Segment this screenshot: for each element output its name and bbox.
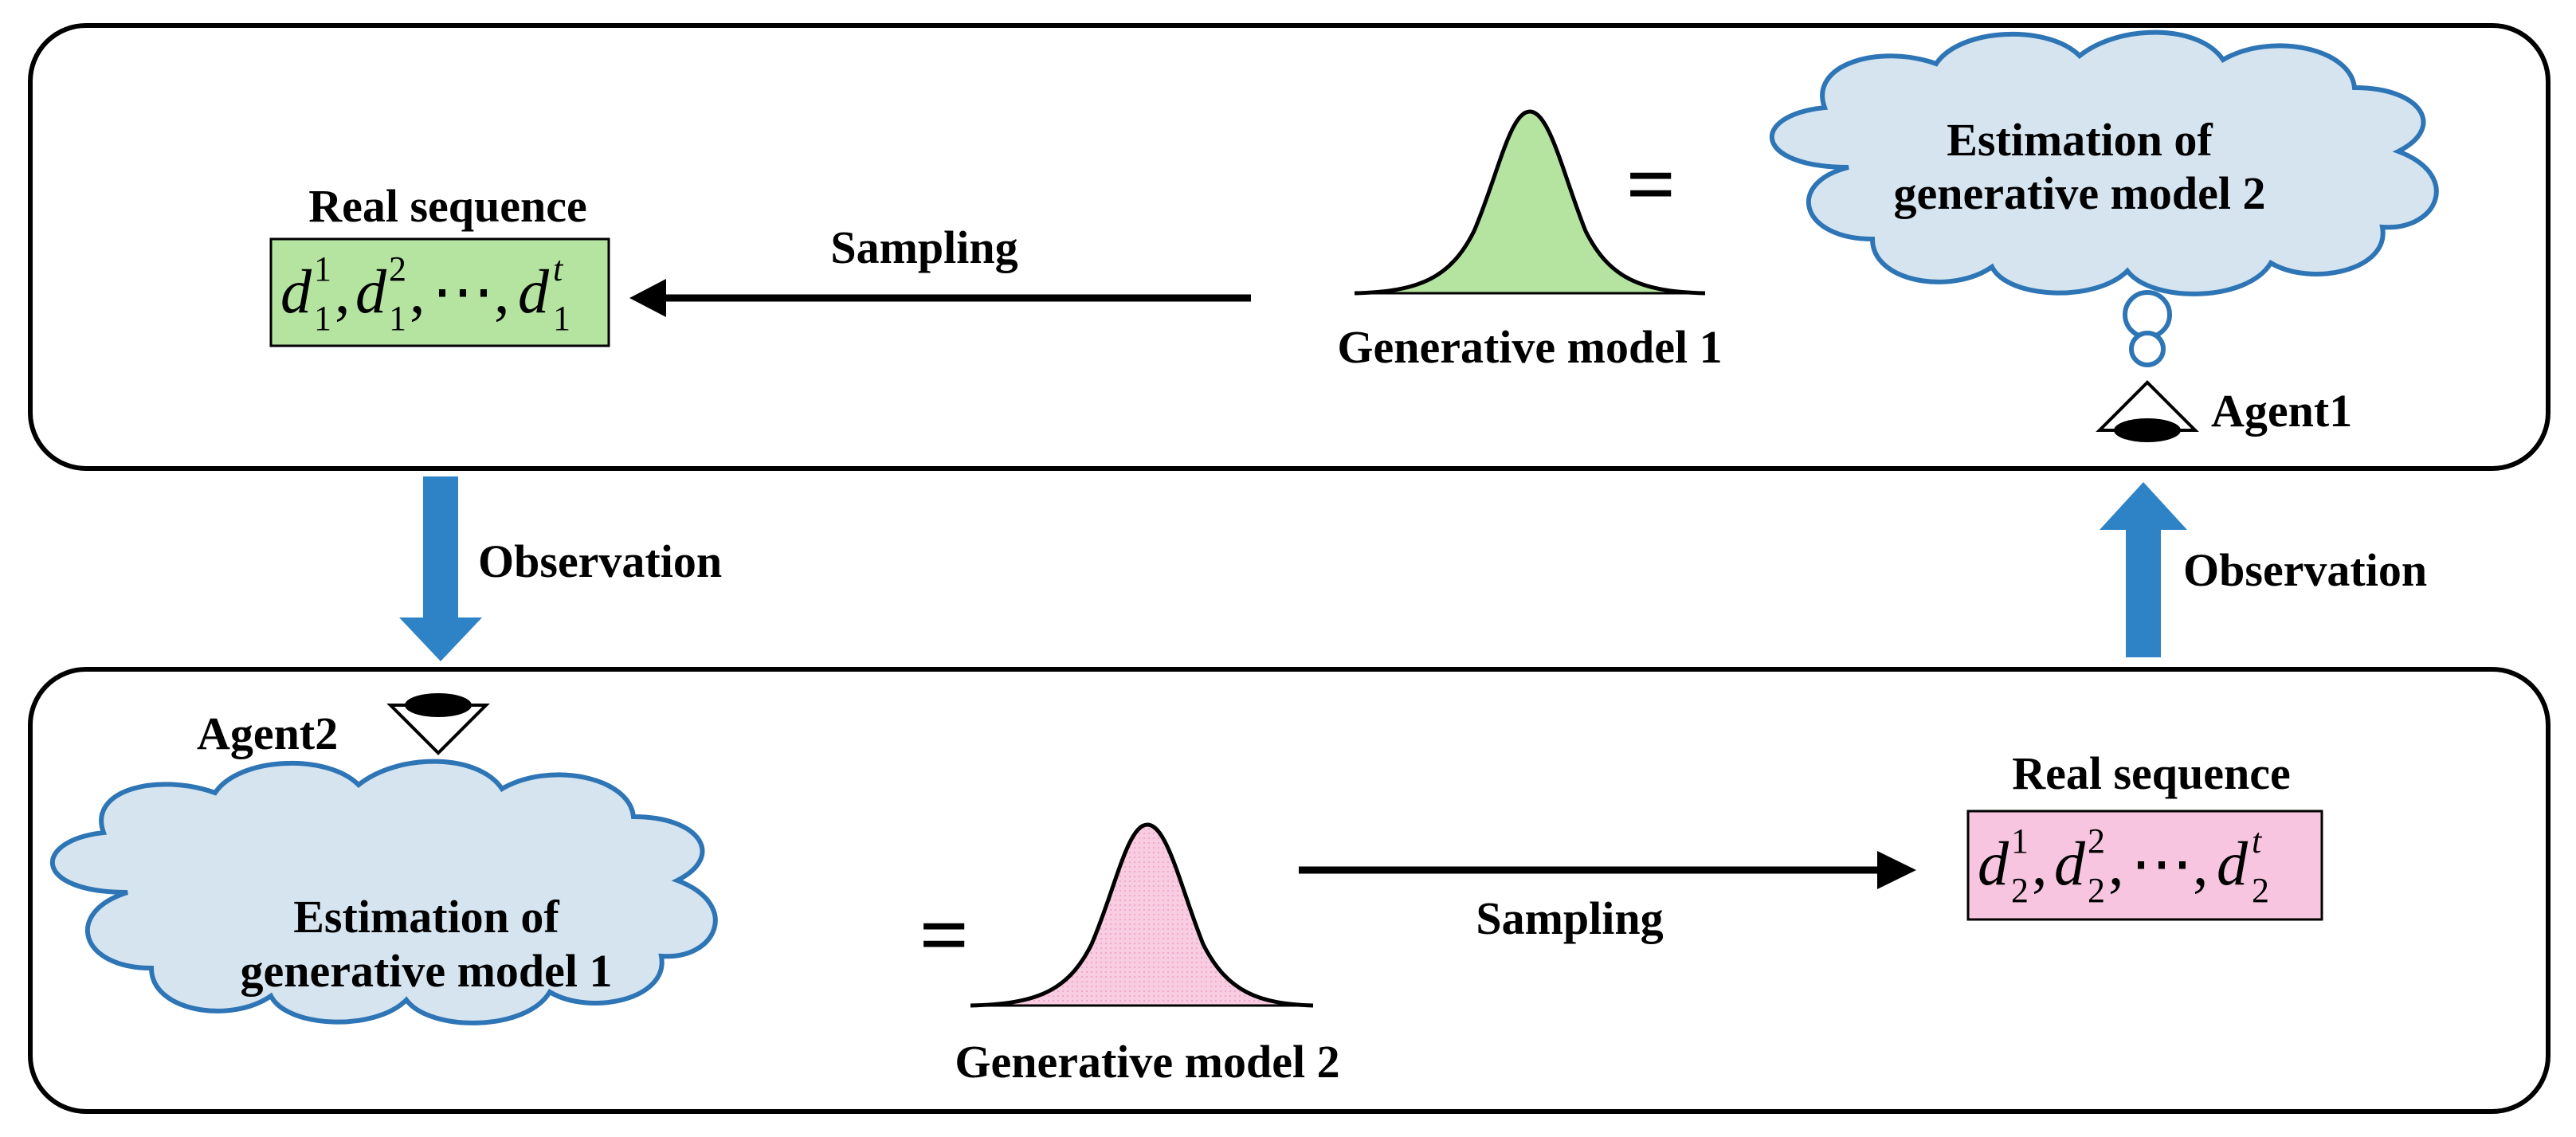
bottom-bell-curve xyxy=(970,825,1313,1006)
svg-text:2: 2 xyxy=(389,249,406,288)
svg-text:d: d xyxy=(355,257,387,326)
agent1-label: Agent1 xyxy=(2211,385,2352,437)
svg-text:1: 1 xyxy=(314,299,331,338)
svg-text:⋯: ⋯ xyxy=(432,257,494,326)
top-sampling-arrowhead xyxy=(629,279,666,317)
bottom-sampling-label: Sampling xyxy=(1476,892,1663,944)
agent2-label: Agent2 xyxy=(197,708,338,759)
svg-text:d: d xyxy=(518,257,550,326)
svg-text:1: 1 xyxy=(553,299,570,338)
top-equals: = xyxy=(1626,135,1676,233)
svg-text:,: , xyxy=(335,257,351,326)
svg-text:2: 2 xyxy=(2011,871,2029,910)
svg-text:,: , xyxy=(2032,829,2048,898)
bottom-equals: = xyxy=(919,886,970,983)
top-bell-curve xyxy=(1355,112,1705,293)
top-sampling-label: Sampling xyxy=(830,222,1017,273)
svg-text:t: t xyxy=(2252,821,2263,861)
svg-text:2: 2 xyxy=(2088,871,2105,910)
agent1-eye-icon xyxy=(2096,380,2199,442)
bottom-panel xyxy=(28,667,2551,1114)
svg-text:2: 2 xyxy=(2252,871,2269,910)
svg-text:1: 1 xyxy=(314,249,331,288)
bottom-sampling-arrowhead xyxy=(1877,851,1916,889)
svg-text:d: d xyxy=(2054,829,2086,898)
top-sequence-formula: d 1 1 , d 2 1 , ⋯ , d t 1 xyxy=(280,249,570,338)
svg-text:⋯: ⋯ xyxy=(2131,829,2193,898)
svg-text:2: 2 xyxy=(2088,821,2105,861)
svg-text:t: t xyxy=(553,249,564,288)
top-thought-cloud xyxy=(1769,29,2439,367)
observation-left-label: Observation xyxy=(478,535,722,587)
top-model-label: Generative model 1 xyxy=(1337,321,1722,373)
observation-arrow-down xyxy=(399,476,482,661)
bottom-cloud-line2: generative model 1 xyxy=(240,945,612,997)
svg-text:d: d xyxy=(280,257,312,326)
agent2-eye-icon xyxy=(386,693,490,755)
top-cloud-line2: generative model 2 xyxy=(1893,167,2265,219)
bottom-real-sequence-title: Real sequence xyxy=(2012,747,2291,799)
observation-right-label: Observation xyxy=(2183,544,2427,596)
top-real-sequence-title: Real sequence xyxy=(308,180,587,232)
svg-text:,: , xyxy=(2108,829,2124,898)
observation-arrow-up xyxy=(2100,482,2187,657)
top-cloud-line1: Estimation of xyxy=(1947,114,2213,166)
bottom-cloud-line1: Estimation of xyxy=(293,891,559,943)
top-bell-curve-outline xyxy=(1354,109,1706,296)
svg-text:,: , xyxy=(410,257,425,326)
bottom-thought-cloud xyxy=(49,759,718,1025)
svg-text:,: , xyxy=(494,257,510,326)
bottom-sequence-box xyxy=(1966,810,2323,921)
svg-text:d: d xyxy=(1978,829,2009,898)
svg-text:d: d xyxy=(2217,829,2249,898)
svg-text:,: , xyxy=(2193,829,2209,898)
svg-text:1: 1 xyxy=(2011,821,2029,861)
top-sequence-box xyxy=(269,237,610,347)
bottom-model-label: Generative model 2 xyxy=(955,1036,1339,1088)
bottom-sequence-formula: d 1 2 , d 2 2 , ⋯ , d t 2 xyxy=(1978,821,2269,910)
bottom-bell-curve-outline xyxy=(970,822,1314,1008)
svg-text:1: 1 xyxy=(389,299,406,338)
